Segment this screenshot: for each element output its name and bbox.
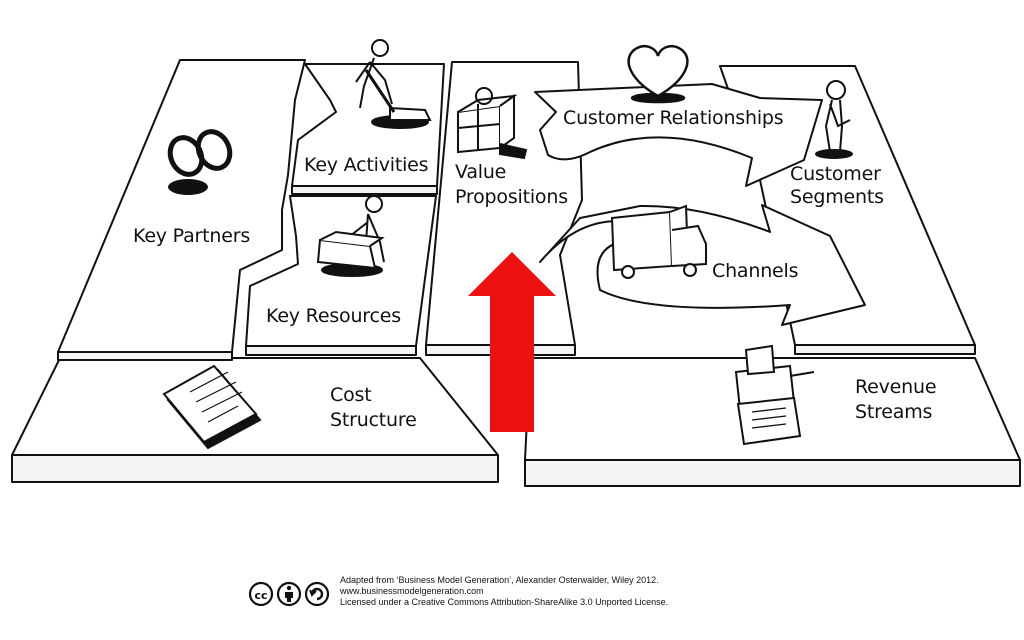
channels-label: Channels (712, 260, 799, 282)
chain-links-icon (167, 129, 233, 195)
key-partners-block (57, 59, 306, 361)
revenue-streams-label-line2: Streams (855, 401, 933, 423)
standing-person-icon (815, 80, 853, 159)
key-partners-label: Key Partners (133, 225, 251, 247)
customer-segments-label-line1: Customer (790, 163, 881, 185)
cc-text: cc (254, 589, 267, 602)
sharealike-icon (304, 581, 330, 607)
credit-line-source: Adapted from ‘Business Model Generation’… (340, 575, 659, 585)
cost-structure-label-line2: Structure (330, 409, 417, 431)
revenue-streams-label-line1: Revenue (855, 376, 937, 398)
value-propositions-label-line1: Value (455, 161, 507, 183)
customer-relationships-label: Customer Relationships (563, 107, 784, 129)
license-badge: cc (248, 581, 330, 607)
key-activities-block (291, 63, 445, 195)
cash-register-icon (734, 344, 815, 446)
credit-line-license: Licensed under a Creative Commons Attrib… (340, 597, 669, 607)
creative-commons-icon: cc (248, 581, 274, 607)
customer-relationships-arrow (534, 83, 823, 187)
attribution-icon (276, 581, 302, 607)
heart-icon (627, 45, 689, 104)
value-propositions-label-line2: Propositions (455, 186, 568, 208)
customer-segments-label-line2: Segments (790, 186, 884, 208)
credit-line-url: www.businessmodelgeneration.com (340, 586, 484, 596)
delivery-truck-icon (610, 204, 707, 279)
red-up-arrow (468, 252, 556, 432)
person-with-boxes-icon (316, 195, 385, 277)
cost-structure-label-line1: Cost (330, 384, 372, 406)
key-activities-label: Key Activities (304, 154, 429, 176)
document-stack-icon (162, 364, 262, 450)
digging-person-icon (355, 39, 432, 129)
credit-text: Adapted from ‘Business Model Generation’… (340, 575, 668, 608)
gift-box-icon (457, 87, 528, 160)
cost-structure-block (11, 357, 499, 483)
key-resources-label: Key Resources (266, 305, 401, 327)
